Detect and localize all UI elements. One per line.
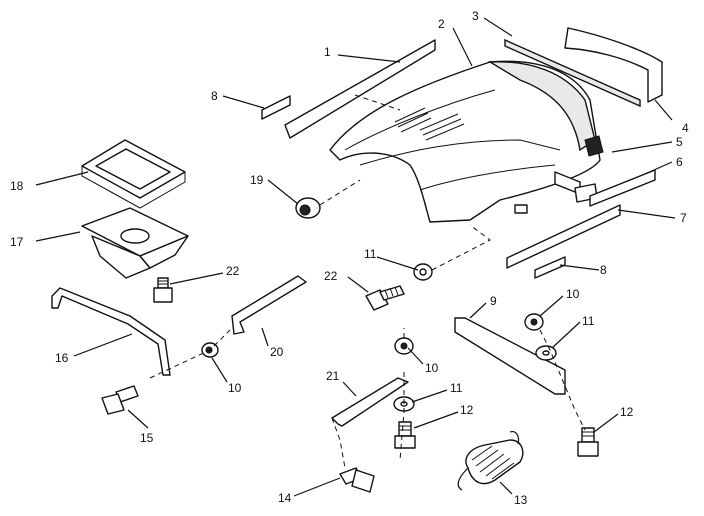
assembly-line [319,179,361,206]
callout-13: 13 [514,493,528,507]
callout-8-left: 8 [211,89,218,103]
callout-15: 15 [140,431,154,445]
callout-22-left: 22 [226,264,240,278]
support-rod-16 [51,287,171,376]
callout-12-center: 12 [460,403,474,417]
grommet-19 [295,197,321,219]
nut-10-center [394,337,414,355]
callout-11-center: 11 [450,381,463,395]
assembly-line [431,224,491,271]
callout-10-left: 10 [228,381,242,395]
decal-strip-1 [284,39,436,139]
decal-strip-6 [589,169,656,207]
assembly-line [354,94,401,111]
bolt-12-center [394,421,416,449]
nut-10-right [524,313,544,331]
decal-small-8-right [534,256,566,279]
callout-21: 21 [326,369,340,383]
plate-9 [454,317,566,395]
trim-piece-4 [564,27,663,103]
callout-17: 17 [10,235,24,249]
washer-11-top [413,263,433,281]
assembly-line [149,329,231,379]
callout-3: 3 [472,9,479,23]
bolt-22-left [153,277,173,303]
hood [329,60,604,223]
assembly-line [399,328,405,461]
bolt-22-center [365,285,405,311]
decal-strip-3 [504,38,641,108]
spring-13 [457,431,524,491]
leader-lines [35,17,676,497]
bracket-20 [231,275,307,335]
callout-14: 14 [278,491,292,505]
cup-holder-tray-17 [81,207,189,279]
callout-7: 7 [680,211,687,225]
callout-8-right: 8 [600,263,607,277]
hood-vents [394,107,465,141]
callout-5: 5 [676,135,683,149]
cup-holder-rim-18 [81,139,186,209]
bolt-15 [101,385,139,415]
callout-20: 20 [270,345,284,359]
callout-4: 4 [682,121,689,135]
bracket-21 [331,377,409,427]
bolt-14 [339,467,375,493]
callout-11-right: 11 [582,314,595,328]
assembly-line [539,329,586,431]
callout-2: 2 [438,17,445,31]
callout-22-center: 22 [324,269,338,283]
decal-small-8-left [261,95,291,120]
washer-11-right [535,345,557,361]
bolt-12-right [577,427,599,457]
callout-10-center: 10 [425,361,439,375]
callout-18: 18 [10,179,24,193]
callouts: 1 2 3 4 5 6 7 8 8 9 10 10 10 11 11 11 12… [10,9,689,507]
decal-strip-7 [506,204,621,269]
callout-9: 9 [490,294,497,308]
callout-6: 6 [676,155,683,169]
callout-16: 16 [55,351,69,365]
callout-11-top: 11 [364,247,377,261]
callout-10-right: 10 [566,287,580,301]
callout-1: 1 [324,45,331,59]
callout-19: 19 [250,173,264,187]
callout-12-right: 12 [620,405,634,419]
